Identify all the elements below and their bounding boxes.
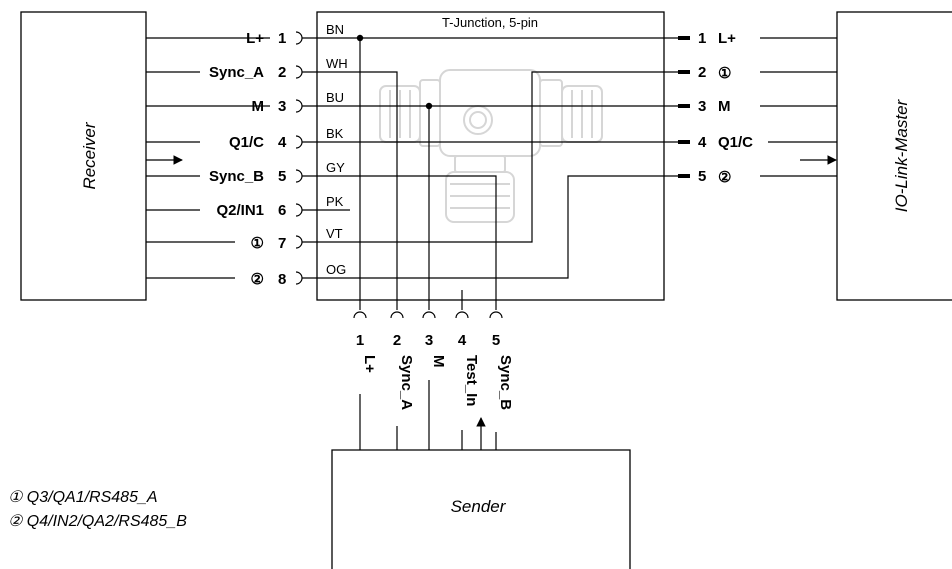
- bottom-socket-icons: [353, 311, 503, 319]
- receiver-pin-label-7: ①: [251, 235, 264, 252]
- sender-pin-number-1: 1: [356, 332, 364, 349]
- receiver-pin-number-2: 2: [278, 64, 286, 81]
- wire-label-6: PK: [326, 194, 344, 209]
- receiver-label: Receiver: [80, 121, 99, 189]
- sender-pin-label-5: Sync_B: [497, 355, 514, 410]
- master-pin-rows: 1 2 3 4 5 L+ ① M Q1/C ②: [678, 30, 837, 186]
- wire-label-4: BK: [326, 126, 344, 141]
- io-link-master-block: IO-Link-Master: [800, 11, 952, 301]
- master-pin-number-1: 1: [698, 30, 706, 47]
- legend-item-1: ① Q3/QA1/RS485_A: [8, 489, 158, 506]
- receiver-block: Receiver: [20, 11, 183, 301]
- sender-pin-columns: 1 2 3 4 5 L+ Sync_A M Test_In Sync_B: [353, 311, 514, 450]
- sender-pin-number-2: 2: [393, 332, 401, 349]
- receiver-pin-label-3: M: [252, 98, 265, 115]
- master-pin-label-2: ①: [718, 65, 731, 82]
- receiver-pin-number-8: 8: [278, 271, 286, 288]
- receiver-pin-number-4: 4: [278, 134, 287, 151]
- sender-pin-number-3: 3: [425, 332, 433, 349]
- sender-pin-label-1: L+: [361, 355, 378, 373]
- legend: ① Q3/QA1/RS485_A ② Q4/IN2/QA2/RS485_B: [8, 489, 187, 530]
- sender-label: Sender: [451, 497, 507, 516]
- receiver-socket-icons: [295, 31, 322, 285]
- receiver-pin-label-5: Sync_B: [209, 168, 264, 185]
- sender-pin-label-3: M: [430, 355, 447, 368]
- receiver-pin-number-3: 3: [278, 98, 286, 115]
- wire-label-1: BN: [326, 22, 344, 37]
- sender-block: Sender: [331, 449, 631, 569]
- t-junction-block: T-Junction, 5-pin: [316, 11, 684, 310]
- receiver-pin-number-1: 1: [278, 30, 286, 47]
- sender-pin-label-2: Sync_A: [398, 355, 415, 410]
- t-connector-illustration: [379, 69, 603, 223]
- wire-label-5: GY: [326, 160, 345, 175]
- master-pin-label-3: M: [718, 98, 731, 115]
- receiver-pin-label-4: Q1/C: [229, 134, 264, 151]
- master-pin-label-4: Q1/C: [718, 134, 753, 151]
- io-link-master-label: IO-Link-Master: [892, 98, 911, 212]
- wire-label-2: WH: [326, 56, 348, 71]
- receiver-pin-rows: L+ Sync_A M Q1/C Sync_B Q2/IN1 ① ② 1 2 3…: [146, 30, 322, 288]
- receiver-pin-number-5: 5: [278, 168, 286, 185]
- receiver-pin-label-8: ②: [251, 271, 264, 288]
- wire-color-labels: BN WH BU BK GY PK VT OG: [326, 22, 348, 277]
- receiver-pin-number-6: 6: [278, 202, 286, 219]
- master-pin-label-5: ②: [718, 169, 731, 186]
- master-plug-icons: [678, 36, 690, 178]
- wire-label-7: VT: [326, 226, 343, 241]
- receiver-pin-number-7: 7: [278, 235, 286, 252]
- master-pin-number-4: 4: [698, 134, 707, 151]
- receiver-pin-label-2: Sync_A: [209, 64, 264, 81]
- legend-item-2: ② Q4/IN2/QA2/RS485_B: [8, 513, 187, 530]
- receiver-pin-label-1: L+: [246, 30, 264, 47]
- master-pin-number-2: 2: [698, 64, 706, 81]
- sender-pin-label-4: Test_In: [463, 355, 480, 406]
- t-junction-title: T-Junction, 5-pin: [442, 15, 538, 30]
- receiver-pin-label-6: Q2/IN1: [216, 202, 264, 219]
- sender-pin-number-5: 5: [492, 332, 500, 349]
- wire-label-8: OG: [326, 262, 346, 277]
- master-pin-number-3: 3: [698, 98, 706, 115]
- internal-wiring: [322, 34, 684, 310]
- master-pin-label-1: L+: [718, 30, 736, 47]
- sender-pin-number-4: 4: [458, 332, 467, 349]
- wire-label-3: BU: [326, 90, 344, 105]
- master-pin-number-5: 5: [698, 168, 706, 185]
